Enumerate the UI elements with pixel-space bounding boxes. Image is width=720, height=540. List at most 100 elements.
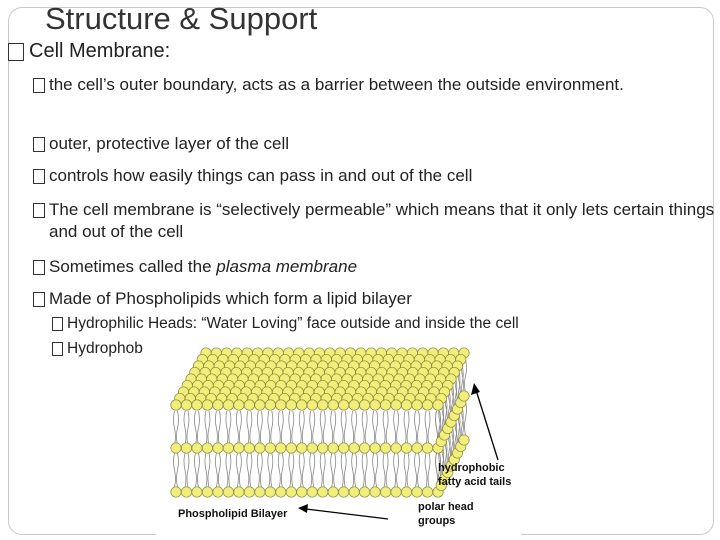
lipid-tail <box>277 452 281 488</box>
lipid-tail <box>225 452 229 488</box>
bullet-text: outer, protective layer of the cell <box>49 134 290 153</box>
lipid-tail <box>173 452 176 488</box>
lipid-tail <box>186 410 190 446</box>
bullet-plasma: Sometimes called the plasma membrane <box>33 256 720 278</box>
lipid-tail <box>427 452 431 488</box>
lipid-head <box>421 442 434 454</box>
lipid-head <box>296 399 308 411</box>
lipid-tail <box>301 410 305 446</box>
lipid-tail <box>186 452 190 488</box>
lipid-head <box>191 442 203 454</box>
lipid-head <box>212 442 224 454</box>
lipid-head <box>359 442 371 454</box>
lipid-head <box>212 486 224 498</box>
lipid-tail <box>340 410 344 446</box>
lipid-head <box>264 399 276 411</box>
lipid-head <box>458 390 470 402</box>
lipid-tail <box>267 452 271 488</box>
lipid-tail <box>228 410 232 446</box>
lipid-tail <box>215 452 218 488</box>
lipid-tail <box>218 452 221 488</box>
bullet-text: Sometimes called the plasma membrane <box>49 256 720 278</box>
lipid-head <box>327 442 339 454</box>
cell-membrane-heading: Cell Membrane: <box>8 40 170 63</box>
checkbox-bullet-icon <box>33 203 45 218</box>
lipid-tail <box>298 410 302 446</box>
lipid-tail <box>249 410 253 446</box>
checkbox-bullet-icon <box>33 137 45 152</box>
lipid-head <box>369 486 381 498</box>
side-heads <box>432 390 470 498</box>
lipid-head <box>421 399 434 411</box>
lipid-tail <box>354 452 358 488</box>
lipid-head <box>233 399 245 411</box>
lipid-tail <box>333 410 337 446</box>
lipid-head <box>348 442 360 454</box>
lipid-head <box>390 399 402 411</box>
lipid-tail <box>464 358 467 394</box>
lipid-head <box>317 399 329 411</box>
lipid-head <box>401 486 413 498</box>
lipid-head <box>369 442 381 454</box>
lipid-head <box>359 486 371 498</box>
lipid-tail <box>333 452 337 488</box>
annotation-arrows <box>298 383 499 520</box>
lipid-tail <box>406 452 410 488</box>
lipid-tail <box>194 452 197 488</box>
lipid-head <box>338 399 350 411</box>
lipid-head <box>338 442 350 454</box>
checkbox-bullet-icon <box>33 78 45 93</box>
lipid-tail <box>382 452 386 488</box>
lipid-tail <box>256 410 260 446</box>
lipid-tail <box>375 452 379 488</box>
lipid-head <box>243 486 255 498</box>
lipid-tail <box>330 452 334 488</box>
lipid-head <box>380 399 392 411</box>
lipid-tail <box>277 410 281 446</box>
bullet-phospholipids: Made of Phospholipids which form a lipid… <box>33 288 720 310</box>
lipid-head <box>390 486 402 498</box>
label-tails-2: fatty acid tails <box>438 476 511 488</box>
lipid-head <box>401 442 413 454</box>
lipid-tail <box>218 410 221 446</box>
lipid-tail <box>259 452 263 488</box>
lipid-tail <box>288 452 292 488</box>
lipid-head <box>201 442 213 454</box>
lipid-head <box>201 399 213 411</box>
lipid-tail <box>312 410 316 446</box>
checkbox-bullet-icon <box>52 342 63 356</box>
lipid-head <box>243 442 255 454</box>
bullet-text: the cell’s outer boundary, acts as a bar… <box>49 75 624 94</box>
lipid-tail <box>396 410 399 446</box>
sub-bullet-text: Hydrophob <box>67 340 143 357</box>
phospholipid-bilayer-diagram: hydrophobic fatty acid tails Phospholipi… <box>156 345 521 535</box>
lipid-tail <box>238 452 242 488</box>
lipid-head <box>317 486 329 498</box>
lipid-head <box>275 442 287 454</box>
checkbox-bullet-icon <box>33 260 45 275</box>
checkbox-bullet-icon <box>33 292 45 307</box>
lipid-tail <box>176 410 179 446</box>
lipid-head <box>233 486 245 498</box>
lipid-tail <box>385 452 389 488</box>
lipid-tail <box>280 410 284 446</box>
lipid-head <box>306 486 318 498</box>
lipid-tail <box>194 410 197 446</box>
lipid-tail <box>414 410 417 446</box>
lipid-tail <box>249 452 253 488</box>
lipid-head <box>222 442 234 454</box>
lipid-tail <box>361 410 365 446</box>
lipid-tail <box>204 410 208 446</box>
lipid-head <box>222 399 234 411</box>
lipid-head <box>458 434 470 446</box>
lipid-head <box>254 399 266 411</box>
heading-text: Cell Membrane: <box>29 40 171 62</box>
bullet-protective: outer, protective layer of the cell <box>33 133 720 155</box>
checkbox-bullet-icon <box>33 169 45 184</box>
lipid-head <box>180 442 193 454</box>
lipid-tail <box>246 452 250 488</box>
lipid-tail <box>235 410 239 446</box>
lipid-tail <box>312 452 316 488</box>
lipid-head <box>327 399 339 411</box>
lipid-tail <box>322 410 326 446</box>
